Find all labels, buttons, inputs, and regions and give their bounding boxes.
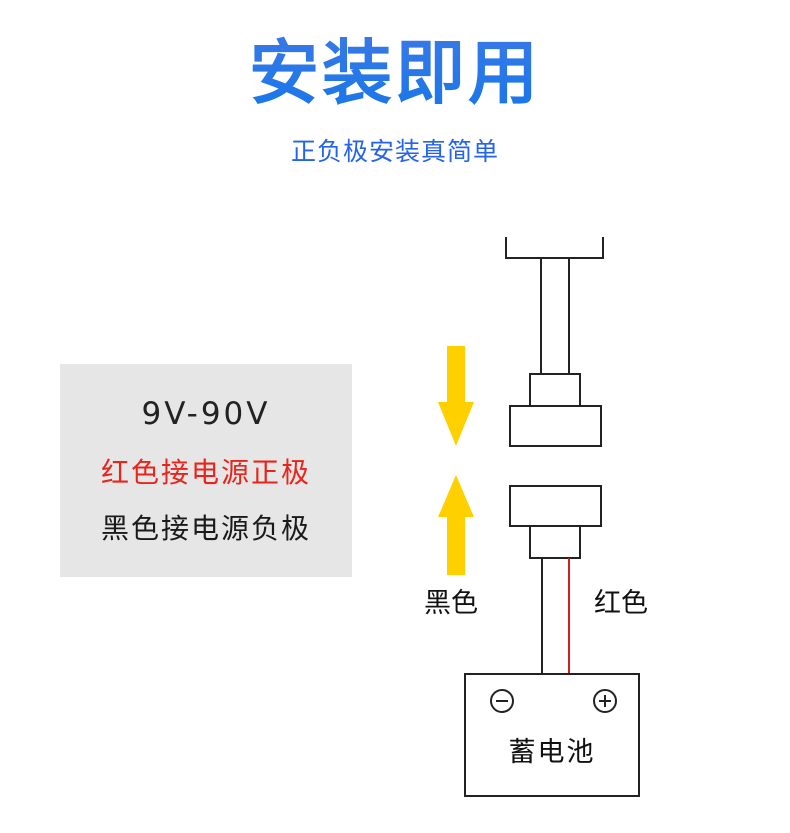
- battery-negative-terminal: [490, 689, 514, 713]
- page-subtitle: 正负极安装真简单: [290, 137, 499, 166]
- info-panel: 9V-90V 红色接电源正极 黑色接电源负极: [60, 364, 352, 577]
- lower-connector-body: [509, 485, 602, 527]
- down-arrow-icon: [438, 346, 474, 446]
- upper-cable: [540, 257, 570, 375]
- lower-connector-neck: [529, 525, 581, 559]
- red-wire-instruction: 红色接电源正极: [100, 456, 311, 489]
- upper-connector-body: [509, 405, 602, 447]
- red-wire-label: 红色: [594, 588, 648, 619]
- page-title: 安装即用: [0, 28, 790, 118]
- device-bracket: [505, 237, 604, 259]
- battery-positive-terminal: [593, 689, 617, 713]
- upper-connector-neck: [529, 373, 581, 407]
- voltage-range: 9V-90V: [141, 396, 271, 432]
- black-wire-label: 黑色: [424, 588, 478, 619]
- up-arrow-icon: [438, 475, 474, 575]
- battery-label: 蓄电池: [508, 737, 596, 768]
- black-wire-instruction: 黑色接电源负极: [100, 512, 311, 545]
